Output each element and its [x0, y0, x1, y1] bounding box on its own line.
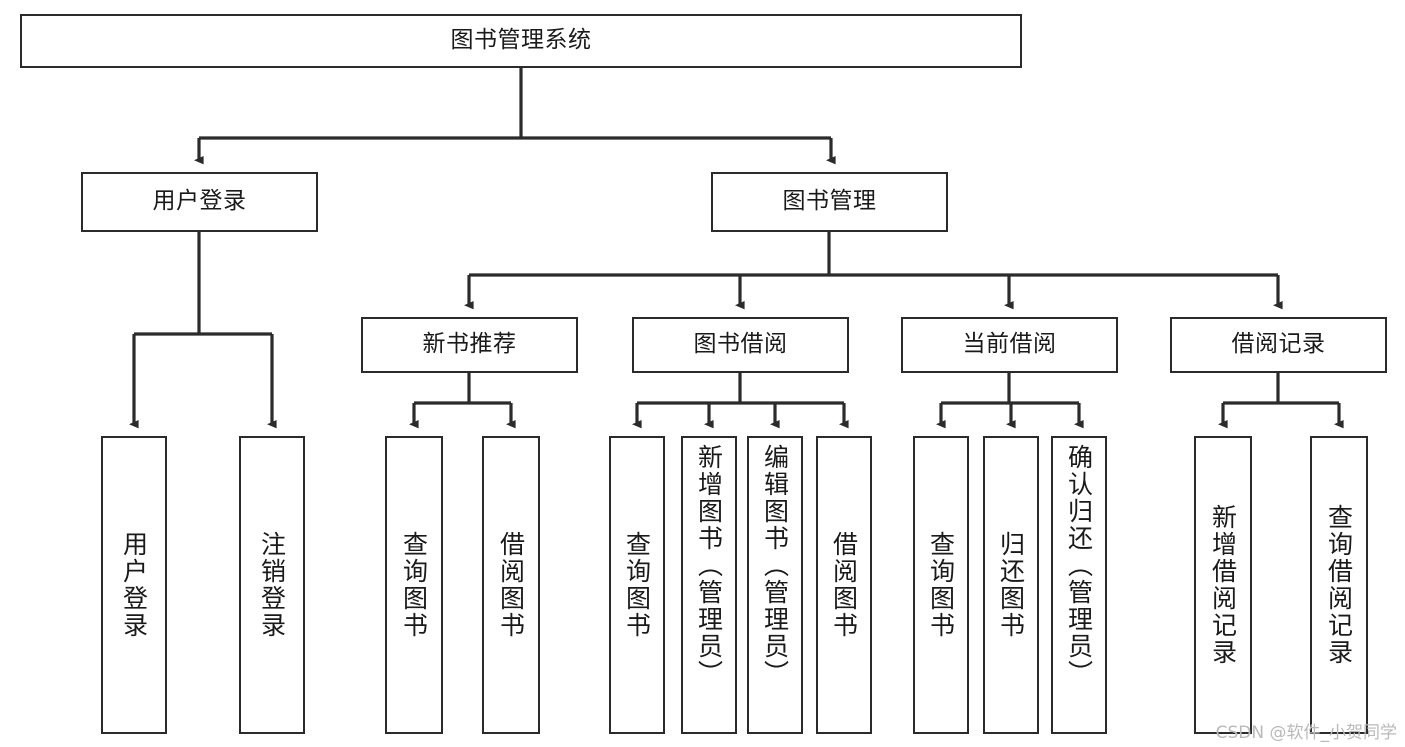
node-leaf-confirm-return[interactable]: 确认归还（管理员）: [1051, 436, 1107, 734]
node-leaf-logout-label: 注销登录: [257, 531, 287, 639]
node-leaf-confirm-return-label: 确认归还（管理员）: [1064, 444, 1094, 687]
node-leaf-add-record-label: 新增借阅记录: [1208, 504, 1238, 666]
node-new-book-recommend-label: 新书推荐: [422, 331, 517, 358]
node-leaf-return-book-label: 归还图书: [996, 531, 1026, 639]
node-leaf-borrow-book-1-label: 借阅图书: [496, 531, 526, 639]
node-leaf-return-book[interactable]: 归还图书: [983, 436, 1039, 734]
node-leaf-user-login-label: 用户登录: [119, 531, 149, 639]
node-borrow-record-label: 借阅记录: [1231, 331, 1326, 358]
node-leaf-borrow-book-2[interactable]: 借阅图书: [816, 436, 872, 734]
node-current-borrow-label: 当前借阅: [962, 331, 1057, 358]
node-leaf-add-record[interactable]: 新增借阅记录: [1194, 436, 1252, 734]
node-leaf-user-login[interactable]: 用户登录: [101, 436, 167, 734]
csdn-watermark: CSDN @软件_小贺同学: [1215, 723, 1397, 743]
node-book-manage[interactable]: 图书管理: [711, 172, 948, 232]
node-leaf-query-book-2[interactable]: 查询图书: [609, 436, 665, 734]
node-book-borrow[interactable]: 图书借阅: [632, 317, 849, 373]
node-leaf-edit-book-label: 编辑图书（管理员）: [760, 444, 790, 687]
node-leaf-borrow-book-2-label: 借阅图书: [829, 531, 859, 639]
node-leaf-query-book-1[interactable]: 查询图书: [385, 436, 443, 734]
node-borrow-record[interactable]: 借阅记录: [1170, 317, 1387, 373]
node-leaf-edit-book[interactable]: 编辑图书（管理员）: [747, 436, 803, 734]
node-leaf-add-book[interactable]: 新增图书（管理员）: [681, 436, 737, 734]
node-leaf-query-record-label: 查询借阅记录: [1324, 504, 1354, 666]
node-root-label: 图书管理系统: [450, 27, 592, 54]
node-leaf-query-record[interactable]: 查询借阅记录: [1310, 436, 1368, 734]
node-leaf-query-book-1-label: 查询图书: [399, 531, 429, 639]
node-leaf-query-book-3[interactable]: 查询图书: [913, 436, 969, 734]
node-user-login-label: 用户登录: [152, 188, 247, 215]
node-new-book-recommend[interactable]: 新书推荐: [361, 317, 578, 373]
node-leaf-query-book-2-label: 查询图书: [622, 531, 652, 639]
node-current-borrow[interactable]: 当前借阅: [901, 317, 1118, 373]
node-user-login[interactable]: 用户登录: [81, 172, 318, 232]
node-leaf-add-book-label: 新增图书（管理员）: [694, 444, 724, 687]
node-leaf-query-book-3-label: 查询图书: [926, 531, 956, 639]
node-leaf-logout[interactable]: 注销登录: [239, 436, 305, 734]
node-book-borrow-label: 图书借阅: [693, 331, 788, 358]
node-leaf-borrow-book-1[interactable]: 借阅图书: [482, 436, 540, 734]
node-root[interactable]: 图书管理系统: [20, 14, 1022, 68]
node-book-manage-label: 图书管理: [782, 188, 877, 215]
